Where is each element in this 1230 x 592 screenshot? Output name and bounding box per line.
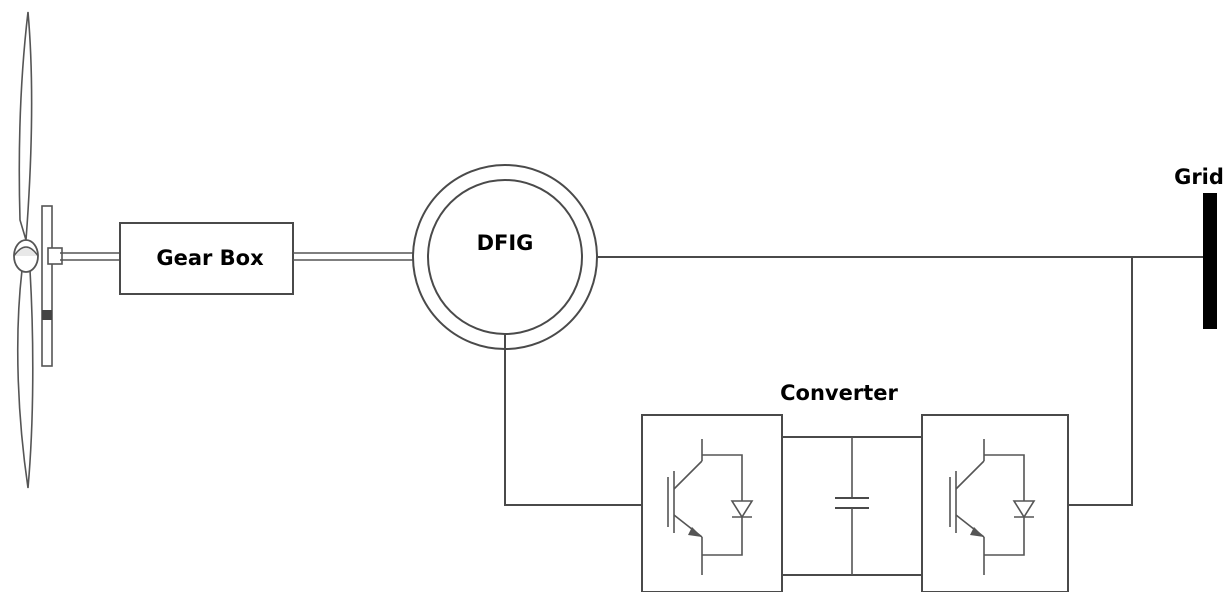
rotor-converter-line: [504, 334, 642, 506]
turbine-blade-top: [18, 11, 33, 241]
gearbox-block: [119, 222, 294, 295]
capacitor-icon: [835, 437, 869, 575]
dfig-label: DFIG: [477, 231, 534, 255]
grid-side-converter: [921, 414, 1069, 592]
grid-converter-line: [1068, 257, 1133, 506]
igbt-diode-icon: [667, 439, 754, 575]
turbine-nacelle-blade: [41, 205, 53, 367]
gearbox-label: Gear Box: [156, 246, 264, 270]
dc-link: [782, 436, 922, 576]
grid-label: Grid: [1174, 165, 1224, 189]
converter-label: Converter: [780, 381, 898, 405]
grid-side-converter-box: [921, 414, 1069, 592]
wind-turbine-icon: [13, 11, 63, 489]
rotor-side-converter-box: [641, 414, 783, 592]
dfig-rotor-ring: [427, 179, 583, 335]
igbt-diode-icon: [949, 439, 1036, 575]
rotor-side-converter: [641, 414, 783, 592]
grid-busbar-icon: [1203, 193, 1217, 329]
turbine-blade-bottom: [16, 269, 34, 489]
